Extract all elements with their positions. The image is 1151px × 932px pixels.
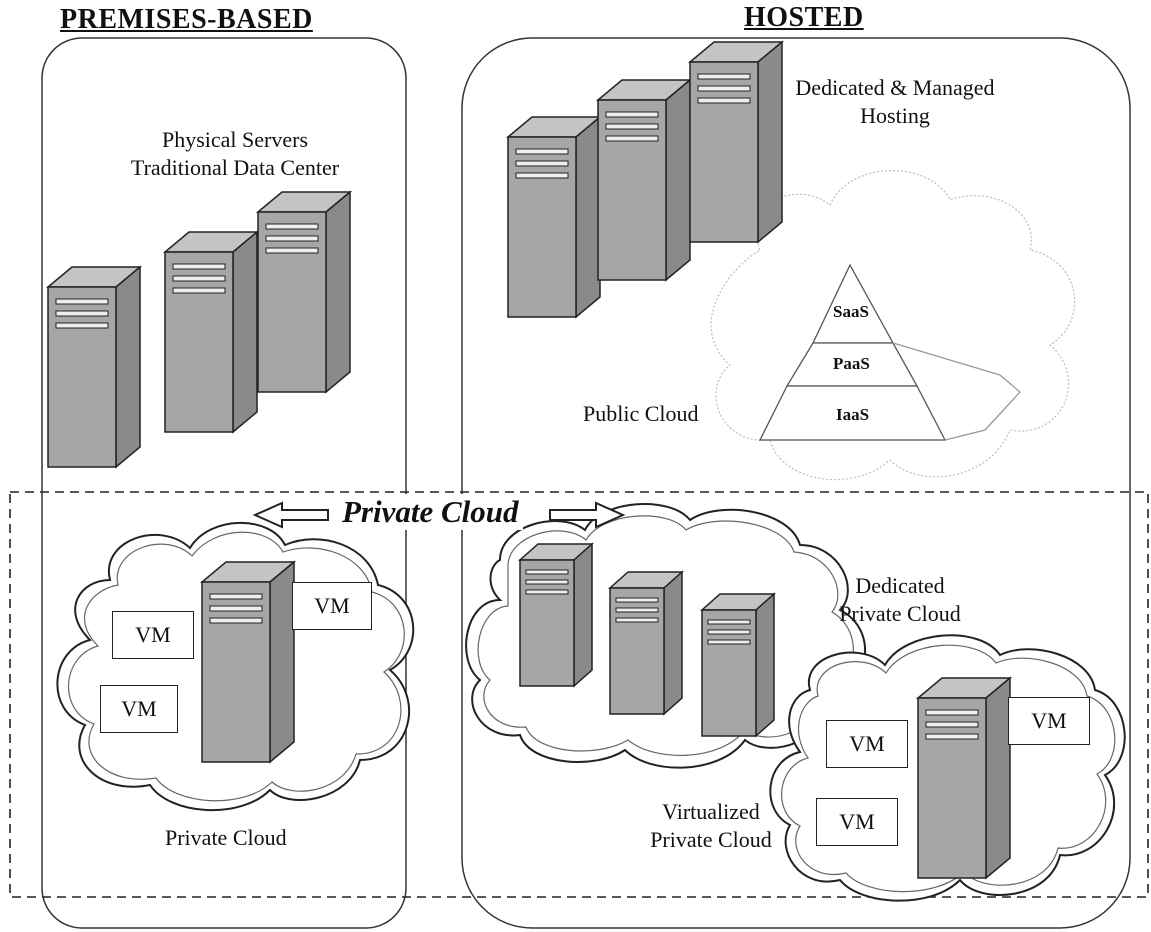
dedicated-cloud-server-2 (609, 571, 683, 715)
virtualized-line1: Virtualized (662, 799, 760, 824)
dedicated-label-line2: Hosting (860, 103, 930, 128)
right-arrow-icon (549, 501, 626, 529)
public-cloud-shape (710, 170, 1076, 481)
pyramid-iaas-label: IaaS (836, 405, 870, 424)
physical-server-3 (257, 191, 351, 393)
service-pyramid (758, 263, 1021, 441)
hosted-container (461, 37, 1131, 929)
dedicated-hosting-label: Dedicated & Managed Hosting (760, 74, 1030, 130)
vm-box: VM (100, 685, 178, 733)
dedicated-private-line2: Private Cloud (839, 601, 961, 626)
vm-box: VM (1008, 697, 1090, 745)
dedicated-private-line1: Dedicated (855, 573, 945, 598)
hosting-server-2 (597, 79, 691, 281)
left-arrow-icon (252, 501, 329, 529)
vm-box: VM (112, 611, 194, 659)
public-cloud-label: Public Cloud (583, 401, 699, 426)
private-cloud-server (201, 561, 295, 763)
dedicated-label-line1: Dedicated & Managed (795, 75, 995, 100)
physical-label-line2: Traditional Data Center (130, 155, 340, 180)
private-cloud-region (9, 491, 1149, 898)
virtualized-cloud-server (917, 677, 1011, 879)
dedicated-cloud-server-3 (701, 593, 775, 737)
pyramid-saas-label: SaaS (833, 302, 869, 321)
hosting-server-1 (507, 116, 601, 318)
physical-label-line1: Physical Servers (161, 127, 309, 152)
physical-server-1 (47, 266, 141, 468)
dedicated-cloud-server-1 (519, 543, 593, 687)
premises-container (41, 37, 407, 929)
left-private-cloud-label: Private Cloud (165, 825, 287, 850)
dedicated-private-cloud-label: Dedicated Private Cloud (820, 572, 980, 628)
virtualized-private-cloud-label: Virtualized Private Cloud (636, 798, 786, 854)
physical-server-2 (164, 231, 258, 433)
hosted-heading: HOSTED (744, 2, 864, 33)
virtualized-line2: Private Cloud (650, 827, 772, 852)
premises-heading: PREMISES-BASED (60, 4, 313, 35)
vm-box: VM (826, 720, 908, 768)
physical-servers-label: Physical Servers Traditional Data Center (110, 126, 360, 182)
pyramid-paas-label: PaaS (833, 354, 870, 373)
vm-box: VM (816, 798, 898, 846)
hosting-server-3 (689, 41, 783, 243)
private-cloud-banner: Private Cloud (338, 494, 523, 530)
vm-box: VM (292, 582, 372, 630)
